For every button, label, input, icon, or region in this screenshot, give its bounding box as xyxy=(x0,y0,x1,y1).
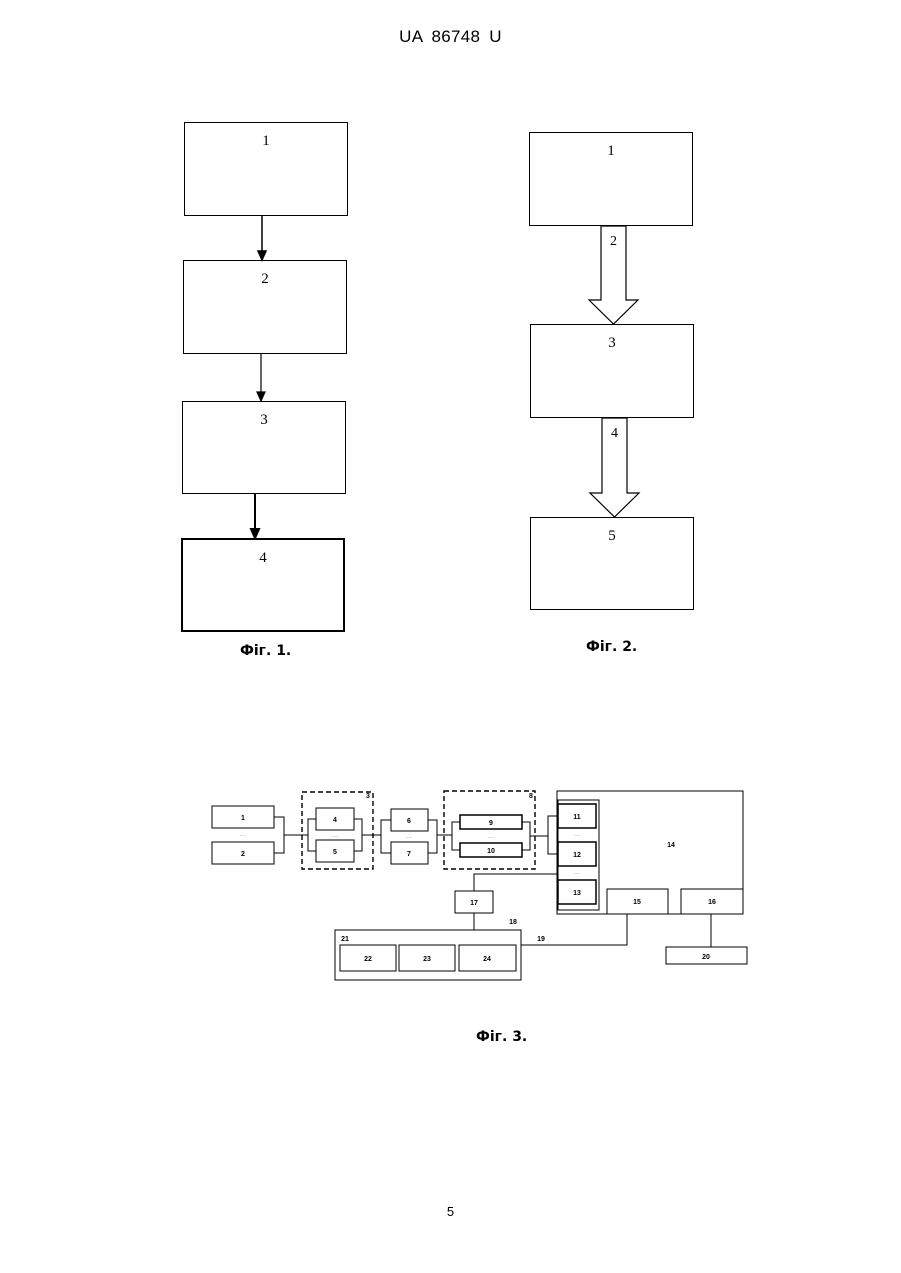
fig3-label-15: 15 xyxy=(633,899,641,906)
fig3-label-14: 14 xyxy=(667,842,675,849)
fig3-link-1-2-to-group xyxy=(274,817,284,853)
fig3-label-21: 21 xyxy=(341,936,349,943)
fig3-label-19: 19 xyxy=(537,936,545,943)
fig3-ellipsis-1-2: ..... xyxy=(240,832,246,837)
fig3-ellipsis-6-7: ..... xyxy=(406,834,412,839)
fig3-ellipsis-4-5: ..... xyxy=(332,833,338,838)
fig3-label-7: 7 xyxy=(407,851,411,858)
fig3-label-16: 16 xyxy=(708,899,716,906)
fig3-label-1: 1 xyxy=(241,815,245,822)
fig3-ellipsis-11-12: ..... xyxy=(574,832,580,837)
fig3-label-8: 8 xyxy=(529,793,533,800)
fig3-box-18 xyxy=(335,930,521,980)
page-number: 5 xyxy=(0,1204,901,1219)
fig3-link-6-7 xyxy=(381,820,391,835)
fig3-label-24: 24 xyxy=(483,956,491,963)
fig3-label-5: 5 xyxy=(333,849,337,856)
fig3-ellipsis-12-13: ..... xyxy=(574,870,580,875)
fig3-ellipsis-9-10: ..... xyxy=(488,834,494,839)
fig3-label-2: 2 xyxy=(241,851,245,858)
fig3-link-to-17 xyxy=(474,874,557,891)
fig3-label-12: 12 xyxy=(573,852,581,859)
fig3-label-23: 23 xyxy=(423,956,431,963)
fig3-label-13: 13 xyxy=(573,890,581,897)
fig3-label-20: 20 xyxy=(702,954,710,961)
fig3-link-in-group3 xyxy=(302,819,316,835)
fig3-label-3: 3 xyxy=(366,793,370,800)
fig3-label-11: 11 xyxy=(573,814,581,821)
fig3-label-4: 4 xyxy=(333,817,337,824)
fig3-caption: Фіг. 3. xyxy=(476,1029,527,1045)
fig3-box-14 xyxy=(557,791,743,914)
fig3-link-9-10 xyxy=(452,822,460,835)
fig3-label-17: 17 xyxy=(470,900,478,907)
fig3-label-22: 22 xyxy=(364,956,372,963)
fig3-label-10: 10 xyxy=(487,848,495,855)
fig3-label-9: 9 xyxy=(489,820,493,827)
fig3-label-18: 18 xyxy=(509,919,517,926)
fig3-label-6: 6 xyxy=(407,818,411,825)
